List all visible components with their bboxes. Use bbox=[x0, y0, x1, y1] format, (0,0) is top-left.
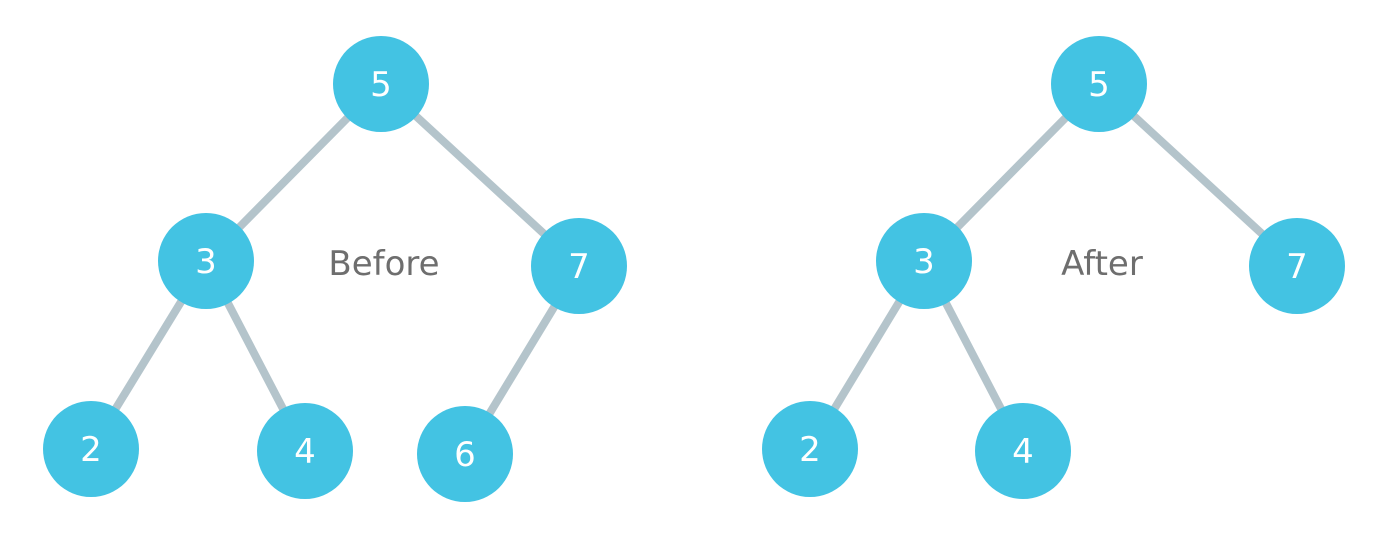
tree-node-b5: 5 bbox=[333, 36, 429, 132]
tree-node-b7: 7 bbox=[531, 218, 627, 314]
node-circle bbox=[417, 406, 513, 502]
node-circle bbox=[762, 401, 858, 497]
node-circle bbox=[876, 213, 972, 309]
node-label: 5 bbox=[1088, 65, 1110, 105]
node-label: 4 bbox=[294, 432, 316, 472]
tree-node-a2: 2 bbox=[762, 401, 858, 497]
node-circle bbox=[333, 36, 429, 132]
node-label: 7 bbox=[1286, 247, 1308, 287]
node-circle bbox=[158, 213, 254, 309]
node-label: 3 bbox=[913, 242, 935, 282]
tree-node-a4: 4 bbox=[975, 403, 1071, 499]
node-circle bbox=[531, 218, 627, 314]
tree-node-a3: 3 bbox=[876, 213, 972, 309]
node-label: 7 bbox=[568, 247, 590, 287]
tree-node-b2: 2 bbox=[43, 401, 139, 497]
before-tree: Before 5 3 7 2 4 6 bbox=[43, 36, 627, 502]
node-circle bbox=[257, 403, 353, 499]
node-circle bbox=[1051, 36, 1147, 132]
tree-node-b3: 3 bbox=[158, 213, 254, 309]
node-circle bbox=[43, 401, 139, 497]
node-label: 6 bbox=[454, 435, 476, 475]
after-tree: After 5 3 7 2 4 bbox=[762, 36, 1345, 499]
tree-node-b4: 4 bbox=[257, 403, 353, 499]
before-caption: Before bbox=[328, 244, 439, 284]
tree-node-b6: 6 bbox=[417, 406, 513, 502]
node-label: 2 bbox=[799, 430, 821, 470]
after-caption: After bbox=[1061, 244, 1143, 284]
tree-node-a5: 5 bbox=[1051, 36, 1147, 132]
tree-node-a7: 7 bbox=[1249, 218, 1345, 314]
node-label: 2 bbox=[80, 430, 102, 470]
node-circle bbox=[975, 403, 1071, 499]
node-circle bbox=[1249, 218, 1345, 314]
node-label: 4 bbox=[1012, 432, 1034, 472]
node-label: 5 bbox=[370, 65, 392, 105]
node-label: 3 bbox=[195, 242, 217, 282]
